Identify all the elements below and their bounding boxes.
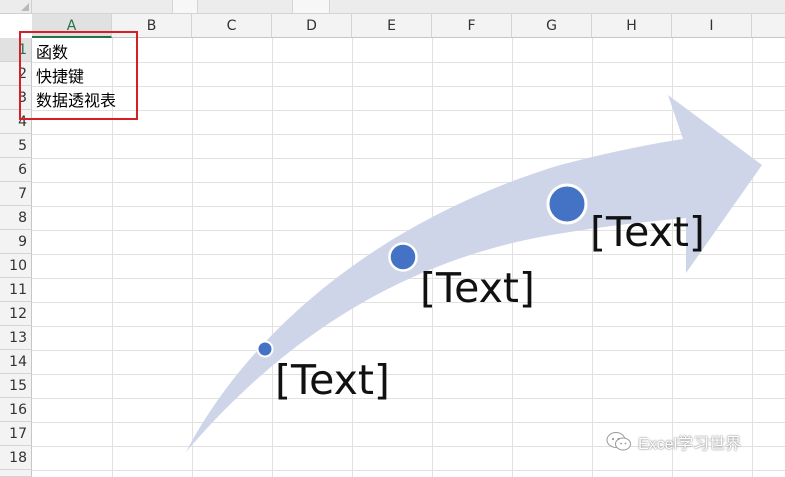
row-header-18[interactable]: 18 [0, 446, 32, 470]
cell-a3[interactable]: 数据透视表 [36, 91, 117, 110]
smartart-label-3[interactable]: [Text] [590, 208, 705, 256]
row-header-12[interactable]: 12 [0, 302, 32, 326]
row-header-2[interactable]: 2 [0, 62, 32, 86]
row-header-3[interactable]: 3 [0, 86, 32, 110]
column-header-next[interactable] [752, 14, 785, 38]
toolbar-fragment [292, 0, 330, 14]
column-header-a[interactable]: A [32, 14, 112, 38]
column-header-d[interactable]: D [272, 14, 352, 38]
watermark-text: Excel学习世界 [638, 436, 742, 453]
row-header-13[interactable]: 13 [0, 326, 32, 350]
cell-a2[interactable]: 快捷键 [36, 67, 85, 86]
smartart-label-2[interactable]: [Text] [420, 264, 535, 312]
column-header-i[interactable]: I [672, 14, 752, 38]
column-header-h[interactable]: H [592, 14, 672, 38]
row-header-1[interactable]: 1 [0, 38, 32, 62]
toolbar-fragment [172, 0, 198, 14]
milestone-dot-3 [546, 183, 588, 225]
column-header-c[interactable]: C [192, 14, 272, 38]
row-header-9[interactable]: 9 [0, 230, 32, 254]
row-header-17[interactable]: 17 [0, 422, 32, 446]
select-all-button[interactable] [0, 0, 32, 14]
watermark: Excel学习世界 [606, 430, 741, 454]
smartart-label-1[interactable]: [Text] [275, 356, 390, 404]
column-header-g[interactable]: G [512, 14, 592, 38]
row-header-4[interactable]: 4 [0, 110, 32, 134]
row-header-10[interactable]: 10 [0, 254, 32, 278]
column-header-b[interactable]: B [112, 14, 192, 38]
column-header-f[interactable]: F [432, 14, 512, 38]
milestone-dot-2 [388, 242, 418, 272]
wechat-icon [606, 432, 631, 451]
select-all-icon [21, 3, 29, 11]
ribbon-edge [32, 0, 785, 14]
upward-arrow-shape[interactable] [186, 95, 762, 452]
row-header-11[interactable]: 11 [0, 278, 32, 302]
row-header-16[interactable]: 16 [0, 398, 32, 422]
row-header-15[interactable]: 15 [0, 374, 32, 398]
row-header-8[interactable]: 8 [0, 206, 32, 230]
column-header-e[interactable]: E [352, 14, 432, 38]
row-header-14[interactable]: 14 [0, 350, 32, 374]
cell-a1[interactable]: 函数 [36, 43, 69, 62]
row-header-5[interactable]: 5 [0, 134, 32, 158]
row-header-7[interactable]: 7 [0, 182, 32, 206]
row-header-6[interactable]: 6 [0, 158, 32, 182]
milestone-dot-1 [256, 340, 274, 358]
